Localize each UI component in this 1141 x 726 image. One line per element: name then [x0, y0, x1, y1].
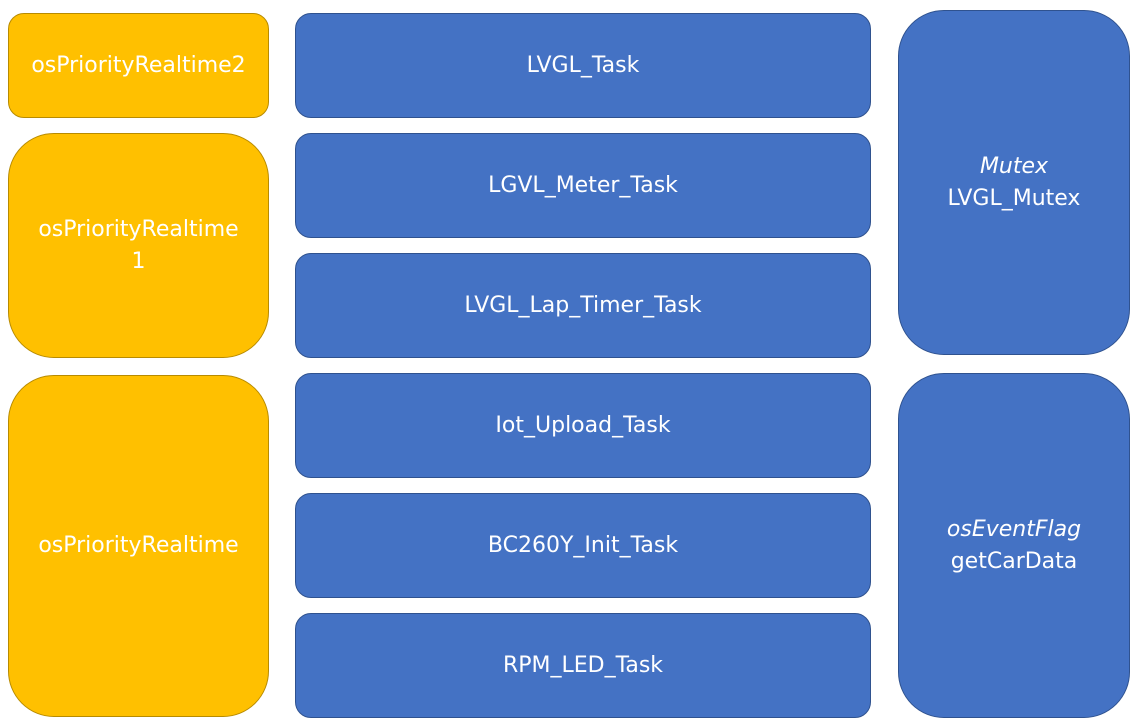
priority-label: osPriorityRealtime2: [31, 52, 246, 78]
task-lvgl-lap-timer: LVGL_Lap_Timer_Task: [295, 253, 871, 358]
event-flag-box: osEventFlag getCarData: [898, 373, 1130, 718]
sync-kind: osEventFlag: [946, 516, 1082, 542]
task-iot-upload: Iot_Upload_Task: [295, 373, 871, 478]
task-label: BC260Y_Init_Task: [487, 532, 679, 558]
task-bc260y-init: BC260Y_Init_Task: [295, 493, 871, 598]
task-lvgl: LVGL_Task: [295, 13, 871, 118]
task-label: LGVL_Meter_Task: [488, 172, 678, 198]
task-label: RPM_LED_Task: [502, 652, 664, 678]
sync-name: getCarData: [950, 548, 1078, 574]
task-rpm-led: RPM_LED_Task: [295, 613, 871, 718]
task-label: LVGL_Lap_Timer_Task: [464, 292, 702, 318]
task-label: LVGL_Task: [526, 52, 640, 78]
sync-name: LVGL_Mutex: [947, 185, 1081, 211]
priority-realtime2-box: osPriorityRealtime2: [8, 13, 269, 118]
task-label: Iot_Upload_Task: [495, 412, 671, 438]
priority-label: osPriorityRealtime: [38, 533, 239, 558]
task-lgvl-meter: LGVL_Meter_Task: [295, 133, 871, 238]
priority-label: osPriorityRealtime 1: [38, 216, 239, 274]
mutex-box: Mutex LVGL_Mutex: [898, 10, 1130, 355]
priority-realtime-box: osPriorityRealtime: [8, 375, 269, 717]
priority-realtime1-box: osPriorityRealtime 1: [8, 133, 269, 358]
sync-kind: Mutex: [979, 153, 1049, 179]
